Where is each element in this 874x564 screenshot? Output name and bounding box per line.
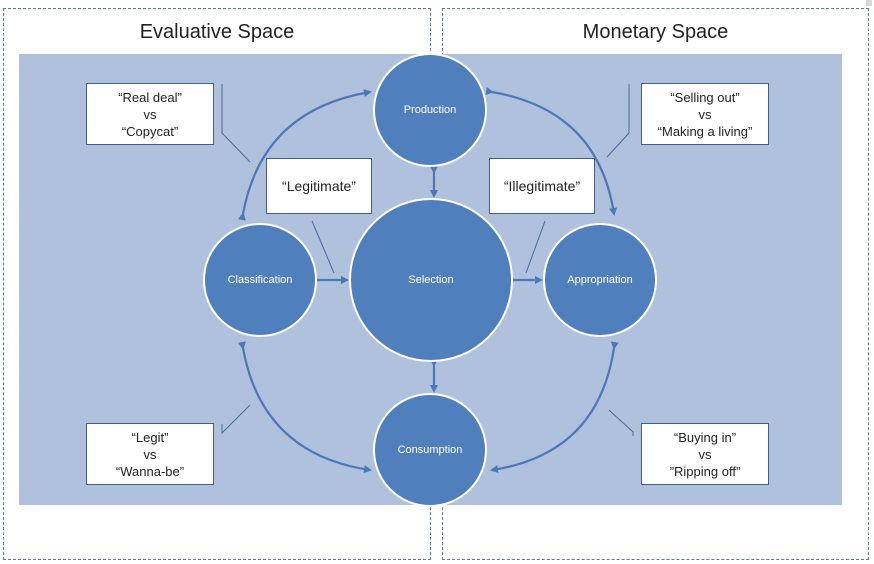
callout-top-right (606, 84, 630, 158)
window-corner (866, 0, 872, 6)
label-top-right-line2: vs (698, 106, 712, 122)
classification-node: Classification (203, 223, 317, 337)
label-bottom-right-line1: “Buying in” (673, 429, 737, 445)
selection-node: Selection (349, 198, 513, 362)
label-box-bottom-left: “Legit” vs “Wanna-be” (86, 423, 214, 485)
label-top-left-line2: vs (143, 106, 157, 122)
appropriation-node: Appropriation (543, 223, 657, 337)
illegitimate-box: “Illegitimate” (489, 158, 595, 214)
label-box-bottom-right: “Buying in” vs ”Ripping off” (641, 423, 769, 485)
label-bottom-left-line2: vs (143, 446, 157, 462)
label-top-left-line1: “Real deal” (118, 89, 182, 105)
monetary-space-title: Monetary Space (582, 21, 729, 43)
label-bottom-right-line3: ”Ripping off” (669, 463, 741, 479)
label-top-right-line1: “Selling out” (670, 89, 740, 105)
label-box-top-right: “Selling out” vs “Making a living” (641, 83, 769, 145)
callout-bottom-right (608, 409, 634, 436)
classification-label: Classification (227, 274, 293, 286)
consumption-node: Consumption (373, 393, 487, 507)
appropriation-label: Appropriation (567, 274, 633, 286)
arrow-production-appropriation (485, 87, 618, 216)
label-bottom-right-line2: vs (698, 446, 712, 462)
label-top-right-line3: “Making a living” (657, 123, 753, 139)
callout-legitimate (311, 220, 335, 274)
callout-bottom-left (221, 404, 251, 435)
consumption-label: Consumption (397, 444, 463, 456)
arrow-classification-consumption (238, 341, 372, 474)
callout-illegitimate (525, 220, 546, 274)
production-label: Production (403, 104, 457, 116)
production-node: Production (373, 53, 487, 167)
arrow-classification-production (237, 89, 372, 221)
legitimate-box: “Legitimate” (266, 158, 372, 214)
label-box-top-left: “Real deal” vs “Copycat” (86, 83, 214, 145)
arrow-appropriation-consumption (490, 341, 619, 474)
callout-top-left (221, 84, 251, 163)
illegitimate-label: “Illegitimate” (503, 178, 581, 194)
label-bottom-left-line3: “Wanna-be” (115, 463, 185, 479)
legitimate-label: “Legitimate” (282, 178, 356, 194)
selection-label: Selection (408, 274, 454, 286)
label-top-left-line3: “Copycat” (121, 123, 179, 139)
label-bottom-left-line1: “Legit” (131, 429, 169, 445)
evaluative-space-title: Evaluative Space (139, 21, 295, 43)
